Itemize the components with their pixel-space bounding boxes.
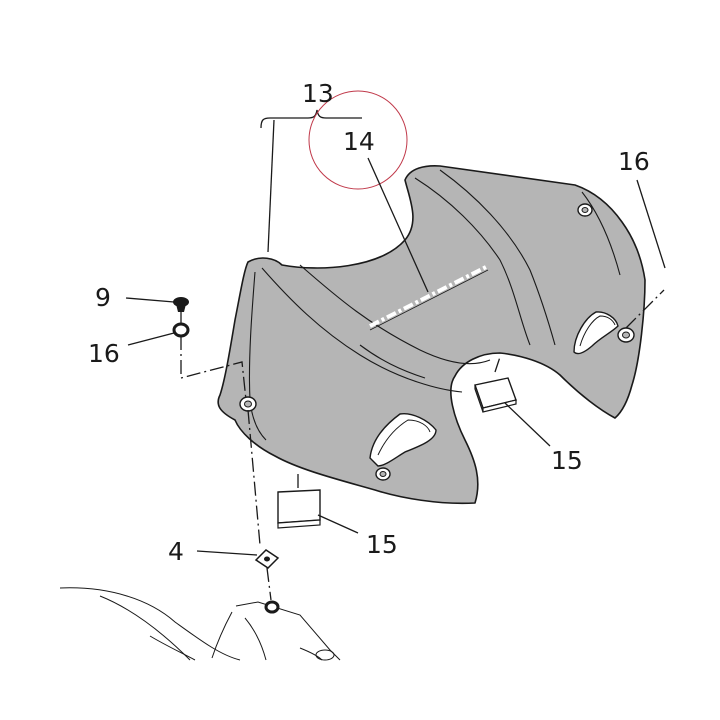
callout-16-right: 16 — [618, 147, 650, 176]
callout-15-bottom: 15 — [366, 530, 398, 559]
callout-13: 13 — [302, 79, 334, 108]
frame-grommet — [264, 600, 280, 614]
assembly-lines — [180, 289, 665, 601]
callout-9: 9 — [95, 283, 111, 312]
vent-left — [369, 413, 437, 467]
callout-4: 4 — [168, 537, 184, 566]
adhesive-pad-bottom — [277, 489, 321, 529]
leader-lines — [125, 157, 666, 556]
highlight-circle — [308, 90, 408, 190]
screw-part-9 — [173, 297, 189, 312]
callout-14: 14 — [343, 127, 375, 156]
stripe-decal — [369, 264, 489, 328]
cover-panel-body — [217, 165, 646, 505]
vent-right — [573, 311, 619, 355]
cover-panel — [217, 165, 646, 505]
adhesive-pad-right — [474, 377, 517, 413]
clip-nut-part-4 — [254, 549, 280, 569]
frame-outline — [59, 587, 341, 661]
washer-part-16-left — [172, 322, 190, 338]
callout-15-right: 15 — [551, 446, 583, 475]
bracket-13 — [260, 109, 362, 253]
callout-16-left: 16 — [88, 339, 120, 368]
